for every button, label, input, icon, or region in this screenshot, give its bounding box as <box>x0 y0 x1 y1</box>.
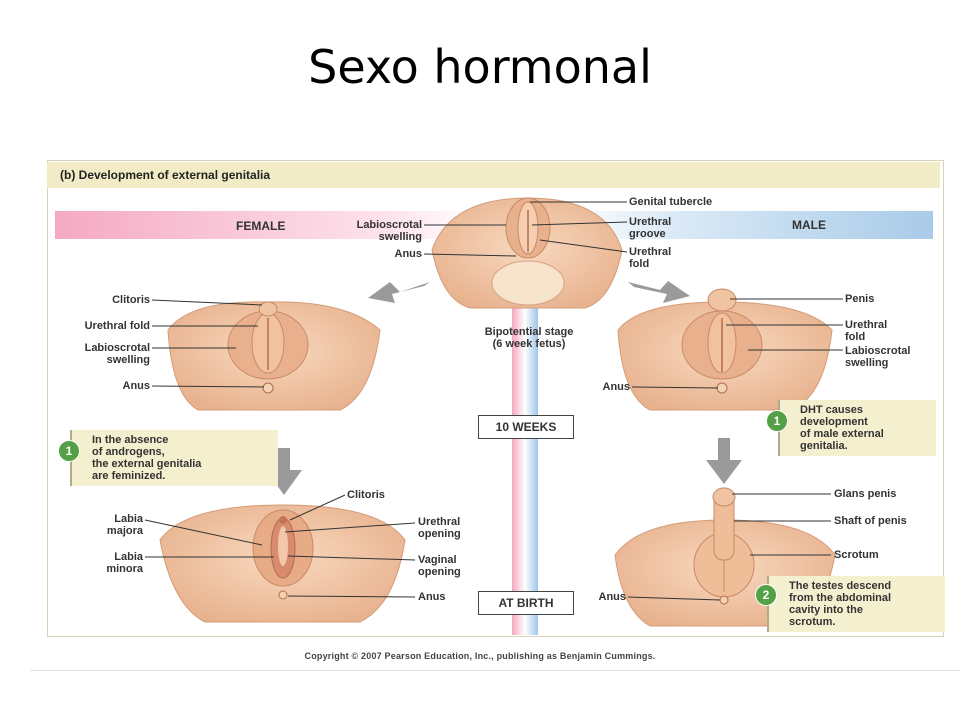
label-bipotential-labioscrotal: Labioscrotal swelling <box>356 219 422 243</box>
label-labia-majora: Labia majora <box>106 513 143 537</box>
female-label: FEMALE <box>236 219 286 233</box>
male-label: MALE <box>792 218 826 232</box>
arrows <box>266 281 742 495</box>
leader-lines <box>144 201 843 601</box>
label-male-labioscrotal: Labioscrotal swelling <box>845 345 911 369</box>
label-scrotum: Scrotum <box>834 549 879 561</box>
label-bipotential-urethral-fold: Urethral fold <box>629 246 672 270</box>
note-female-feminized: In the absence of androgens, the externa… <box>70 430 278 486</box>
label-male-urethral-fold: Urethral fold <box>845 319 888 343</box>
label-female-urethral-fold: Urethral fold <box>84 320 150 332</box>
label-birth-clitoris: Clitoris <box>347 489 385 501</box>
label-female-labioscrotal: Labioscrotal swelling <box>84 342 150 366</box>
label-bipotential-anus: Anus <box>394 248 423 260</box>
copyright-text: Copyright © 2007 Pearson Education, Inc.… <box>304 651 656 661</box>
label-male-anus: Anus <box>602 381 631 393</box>
label-birth-male-anus: Anus <box>598 591 627 603</box>
diagram-header-bar <box>47 162 940 188</box>
label-birth-female-anus: Anus <box>418 591 446 603</box>
note-female-badge: 1 <box>58 440 80 462</box>
stage-10-weeks: 10 WEEKS <box>478 415 574 439</box>
divider <box>30 670 960 671</box>
male-10w-figure <box>617 288 833 411</box>
label-urethral-groove: Urethral groove <box>629 216 672 240</box>
note-male-dht: DHT causes development of male external … <box>778 400 936 456</box>
note-male-testes-badge: 2 <box>755 584 777 606</box>
female-band <box>55 211 475 239</box>
label-female-anus: Anus <box>122 380 151 392</box>
label-urethral-opening: Urethral opening <box>418 516 461 540</box>
label-bipotential-stage: Bipotential stage (6 week fetus) <box>484 326 574 350</box>
male-band <box>560 211 933 239</box>
label-female-clitoris: Clitoris <box>112 294 150 306</box>
note-male-testes: The testes descend from the abdominal ca… <box>767 576 945 632</box>
label-glans-penis: Glans penis <box>834 488 897 500</box>
slide-title: Sexo hormonal <box>308 40 652 94</box>
label-male-penis: Penis <box>845 293 875 305</box>
stage-at-birth: AT BIRTH <box>478 591 574 615</box>
female-10w-figure <box>167 301 381 411</box>
female-birth-figure <box>159 504 406 623</box>
diagram-header: (b) Development of external genitalia <box>60 168 271 182</box>
label-vaginal-opening: Vaginal opening <box>418 554 461 578</box>
label-genital-tubercle: Genital tubercle <box>629 196 713 208</box>
label-labia-minora: Labia minora <box>106 551 143 575</box>
note-male-dht-badge: 1 <box>766 410 788 432</box>
label-shaft-of-penis: Shaft of penis <box>834 515 907 527</box>
bipotential-figure <box>431 197 623 309</box>
